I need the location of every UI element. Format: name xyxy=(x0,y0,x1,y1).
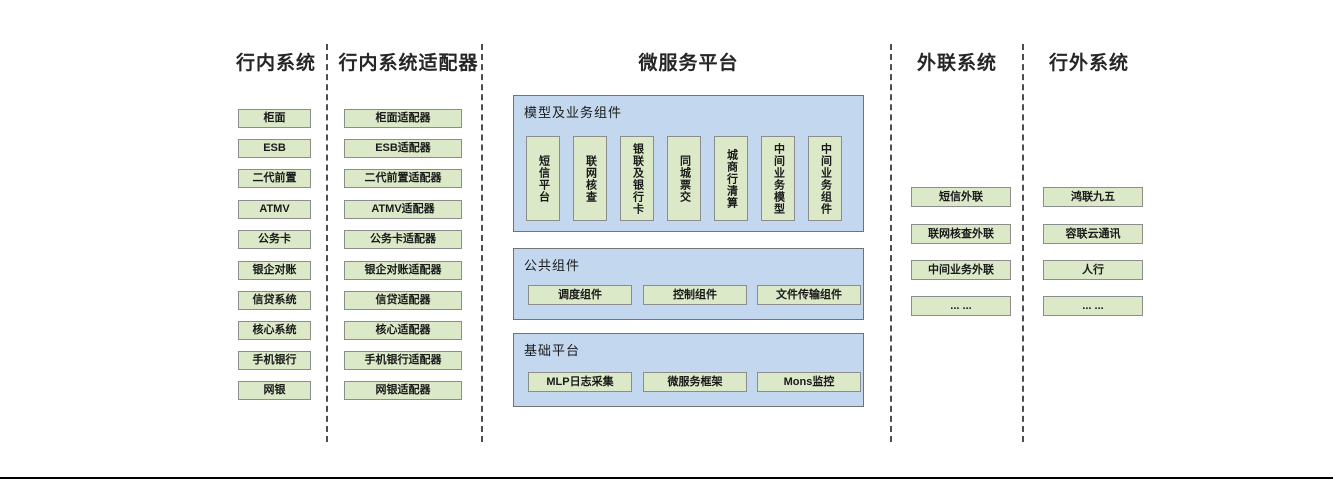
node-base-platform-component[interactable]: MLP日志采集 xyxy=(528,372,632,392)
node-internal-adapter[interactable]: 手机银行适配器 xyxy=(344,351,462,370)
node-outside-bank-system[interactable]: 容联云通讯 xyxy=(1043,224,1143,244)
node-outside-bank-system[interactable]: 鸿联九五 xyxy=(1043,187,1143,207)
node-base-platform-component[interactable]: 微服务框架 xyxy=(643,372,747,392)
node-model-component[interactable]: 短信平台 xyxy=(526,136,560,221)
node-public-component[interactable]: 调度组件 xyxy=(528,285,632,305)
node-external-link-system[interactable]: ... ... xyxy=(911,296,1011,316)
node-internal-system[interactable]: 二代前置 xyxy=(238,169,311,188)
node-outside-bank-system[interactable]: 人行 xyxy=(1043,260,1143,280)
panel-base-platform: 基础平台 xyxy=(513,333,864,407)
column-title-external-link-systems: 外联系统 xyxy=(916,53,997,74)
node-external-link-system[interactable]: 联网核查外联 xyxy=(911,224,1011,244)
node-internal-system[interactable]: 公务卡 xyxy=(238,230,311,249)
node-internal-system[interactable]: 银企对账 xyxy=(238,261,311,280)
panel-title-model-business-components: 模型及业务组件 xyxy=(524,105,623,120)
panel-title-public-components: 公共组件 xyxy=(524,258,581,273)
node-internal-adapter[interactable]: 公务卡适配器 xyxy=(344,230,462,249)
node-public-component[interactable]: 控制组件 xyxy=(643,285,747,305)
node-model-component[interactable]: 中间业务模型 xyxy=(761,136,795,221)
node-internal-system[interactable]: 柜面 xyxy=(238,109,311,128)
node-public-component[interactable]: 文件传输组件 xyxy=(757,285,861,305)
node-model-component[interactable]: 同城票交 xyxy=(667,136,701,221)
node-external-link-system[interactable]: 短信外联 xyxy=(911,187,1011,207)
column-title-internal-systems: 行内系统 xyxy=(235,53,316,74)
node-internal-system[interactable]: ATMV xyxy=(238,200,311,219)
node-model-component[interactable]: 联网核查 xyxy=(573,136,607,221)
divider-1 xyxy=(326,44,328,442)
column-title-microservice-platform: 微服务平台 xyxy=(638,53,739,74)
node-internal-system[interactable]: 信贷系统 xyxy=(238,291,311,310)
node-internal-adapter[interactable]: 二代前置适配器 xyxy=(344,169,462,188)
node-model-component[interactable]: 中间业务组件 xyxy=(808,136,842,221)
node-internal-adapter[interactable]: 信贷适配器 xyxy=(344,291,462,310)
divider-3 xyxy=(890,44,892,442)
divider-2 xyxy=(481,44,483,442)
divider-4 xyxy=(1022,44,1024,442)
node-internal-system[interactable]: 手机银行 xyxy=(238,351,311,370)
node-model-component[interactable]: 银联及银行卡 xyxy=(620,136,654,221)
panel-public-components: 公共组件 xyxy=(513,248,864,320)
node-model-component[interactable]: 城商行清算 xyxy=(714,136,748,221)
column-title-outside-bank-systems: 行外系统 xyxy=(1048,53,1129,74)
node-internal-adapter[interactable]: 网银适配器 xyxy=(344,381,462,400)
panel-title-base-platform: 基础平台 xyxy=(524,343,581,358)
node-external-link-system[interactable]: 中间业务外联 xyxy=(911,260,1011,280)
node-internal-system[interactable]: 网银 xyxy=(238,381,311,400)
node-internal-system[interactable]: 核心系统 xyxy=(238,321,311,340)
node-internal-adapter[interactable]: ATMV适配器 xyxy=(344,200,462,219)
node-outside-bank-system[interactable]: ... ... xyxy=(1043,296,1143,316)
node-internal-adapter[interactable]: 银企对账适配器 xyxy=(344,261,462,280)
node-internal-adapter[interactable]: 核心适配器 xyxy=(344,321,462,340)
page-bottom-rule xyxy=(0,477,1333,479)
node-internal-adapter[interactable]: 柜面适配器 xyxy=(344,109,462,128)
node-internal-system[interactable]: ESB xyxy=(238,139,311,158)
node-internal-adapter[interactable]: ESB适配器 xyxy=(344,139,462,158)
node-base-platform-component[interactable]: Mons监控 xyxy=(757,372,861,392)
column-title-internal-adapters: 行内系统适配器 xyxy=(338,53,479,74)
